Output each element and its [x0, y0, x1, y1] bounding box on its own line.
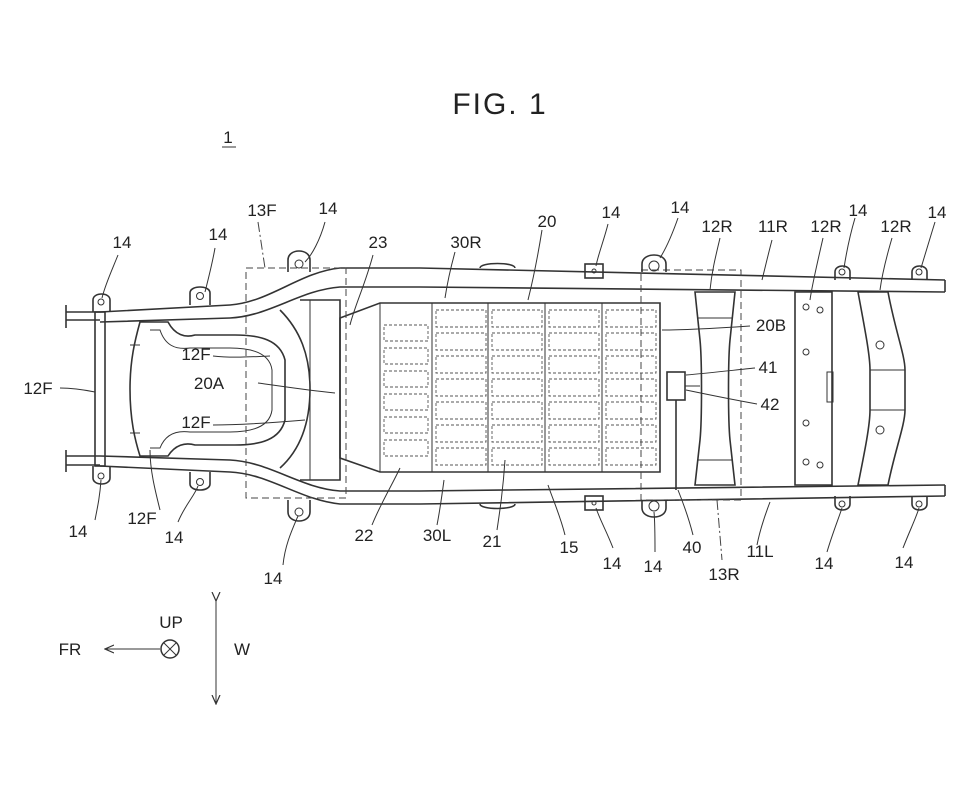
battery-pack-20	[339, 302, 661, 473]
battery-cell	[491, 401, 543, 420]
battery-cell	[548, 424, 600, 443]
battery-cell	[491, 332, 543, 351]
label-20B: 20B	[756, 316, 786, 335]
label-12R-2: 12R	[810, 217, 841, 236]
leader-lines	[59, 217, 936, 566]
battery-cell	[605, 309, 657, 328]
label-12F-3: 12F	[23, 379, 52, 398]
battery-cells	[383, 309, 657, 466]
label-13F: 13F	[247, 201, 276, 220]
battery-cell	[548, 309, 600, 328]
battery-cell	[435, 424, 487, 443]
battery-cell	[605, 424, 657, 443]
figure-reference-numeral: 1	[223, 128, 232, 147]
label-11R: 11R	[758, 217, 788, 236]
label-14-top-1: 14	[113, 233, 132, 252]
direction-indicator: FR UP W	[59, 600, 250, 703]
label-30R: 30R	[450, 233, 481, 252]
label-14-bottom-5: 14	[644, 557, 663, 576]
direction-w-label: W	[234, 640, 250, 659]
battery-cell	[383, 347, 429, 365]
label-12R-1: 12R	[701, 217, 732, 236]
battery-cell	[383, 370, 429, 388]
battery-cell	[435, 332, 487, 351]
label-12F-1: 12F	[181, 345, 210, 364]
label-14-top-5: 14	[671, 198, 690, 217]
label-14-bottom-1: 14	[69, 522, 88, 541]
label-30L: 30L	[423, 526, 451, 545]
label-20: 20	[538, 212, 557, 231]
front-cross-member-shape	[129, 321, 286, 457]
direction-fr-label: FR	[59, 640, 82, 659]
rear-region-13R	[640, 269, 742, 501]
label-14-top-3: 14	[319, 199, 338, 218]
label-21: 21	[483, 532, 502, 551]
label-12F-4: 12F	[127, 509, 156, 528]
battery-cell	[435, 401, 487, 420]
label-14-top-2: 14	[209, 225, 228, 244]
label-14-top-6: 14	[849, 201, 868, 220]
battery-cell	[548, 447, 600, 466]
battery-cell	[491, 424, 543, 443]
battery-cell	[435, 447, 487, 466]
battery-cell	[383, 439, 429, 457]
label-14-bottom-2: 14	[165, 528, 184, 547]
label-41: 41	[759, 358, 778, 377]
figure-title: FIG. 1	[452, 88, 547, 121]
component-41	[666, 371, 686, 401]
label-23: 23	[369, 233, 388, 252]
rear-cross-member-12R-1	[694, 291, 736, 486]
label-12F-2: 12F	[181, 413, 210, 432]
label-14-top-4: 14	[602, 203, 621, 222]
battery-cell	[548, 378, 600, 397]
battery-cell	[383, 416, 429, 434]
label-22: 22	[355, 526, 374, 545]
reference-labels: 13F 14 14 14 23 30R 20 14 14 12R 11R 12R…	[23, 198, 946, 588]
label-11L: 11L	[746, 542, 773, 561]
label-12R-3: 12R	[880, 217, 911, 236]
battery-cell	[435, 309, 487, 328]
battery-cell	[491, 355, 543, 374]
label-14-top-7: 14	[928, 203, 947, 222]
rear-cross-member-12R-2	[794, 291, 833, 486]
vehicle-frame	[65, 221, 946, 561]
label-15: 15	[560, 538, 579, 557]
battery-cell	[491, 447, 543, 466]
battery-cell	[605, 332, 657, 351]
battery-cell	[435, 355, 487, 374]
battery-cell	[383, 393, 429, 411]
battery-cell	[548, 355, 600, 374]
label-40: 40	[683, 538, 702, 557]
battery-cell	[491, 309, 543, 328]
battery-cell	[548, 401, 600, 420]
battery-cell	[605, 447, 657, 466]
side-rail-left-front	[99, 455, 946, 492]
label-14-bottom-4: 14	[603, 554, 622, 573]
label-13R: 13R	[708, 565, 739, 584]
front-cross-member-12F	[94, 311, 106, 467]
front-region-13F	[245, 267, 347, 499]
battery-cell	[548, 332, 600, 351]
label-20A: 20A	[194, 374, 225, 393]
label-14-bottom-7: 14	[895, 553, 914, 572]
label-14-bottom-3: 14	[264, 569, 283, 588]
battery-cell	[491, 378, 543, 397]
battery-cell	[605, 401, 657, 420]
direction-up-label: UP	[159, 613, 183, 632]
battery-cell	[435, 378, 487, 397]
rear-cross-member-12R-3	[857, 291, 906, 486]
battery-cell	[383, 324, 429, 342]
battery-cell	[605, 378, 657, 397]
label-14-bottom-6: 14	[815, 554, 834, 573]
battery-cell	[605, 355, 657, 374]
label-42: 42	[761, 395, 780, 414]
